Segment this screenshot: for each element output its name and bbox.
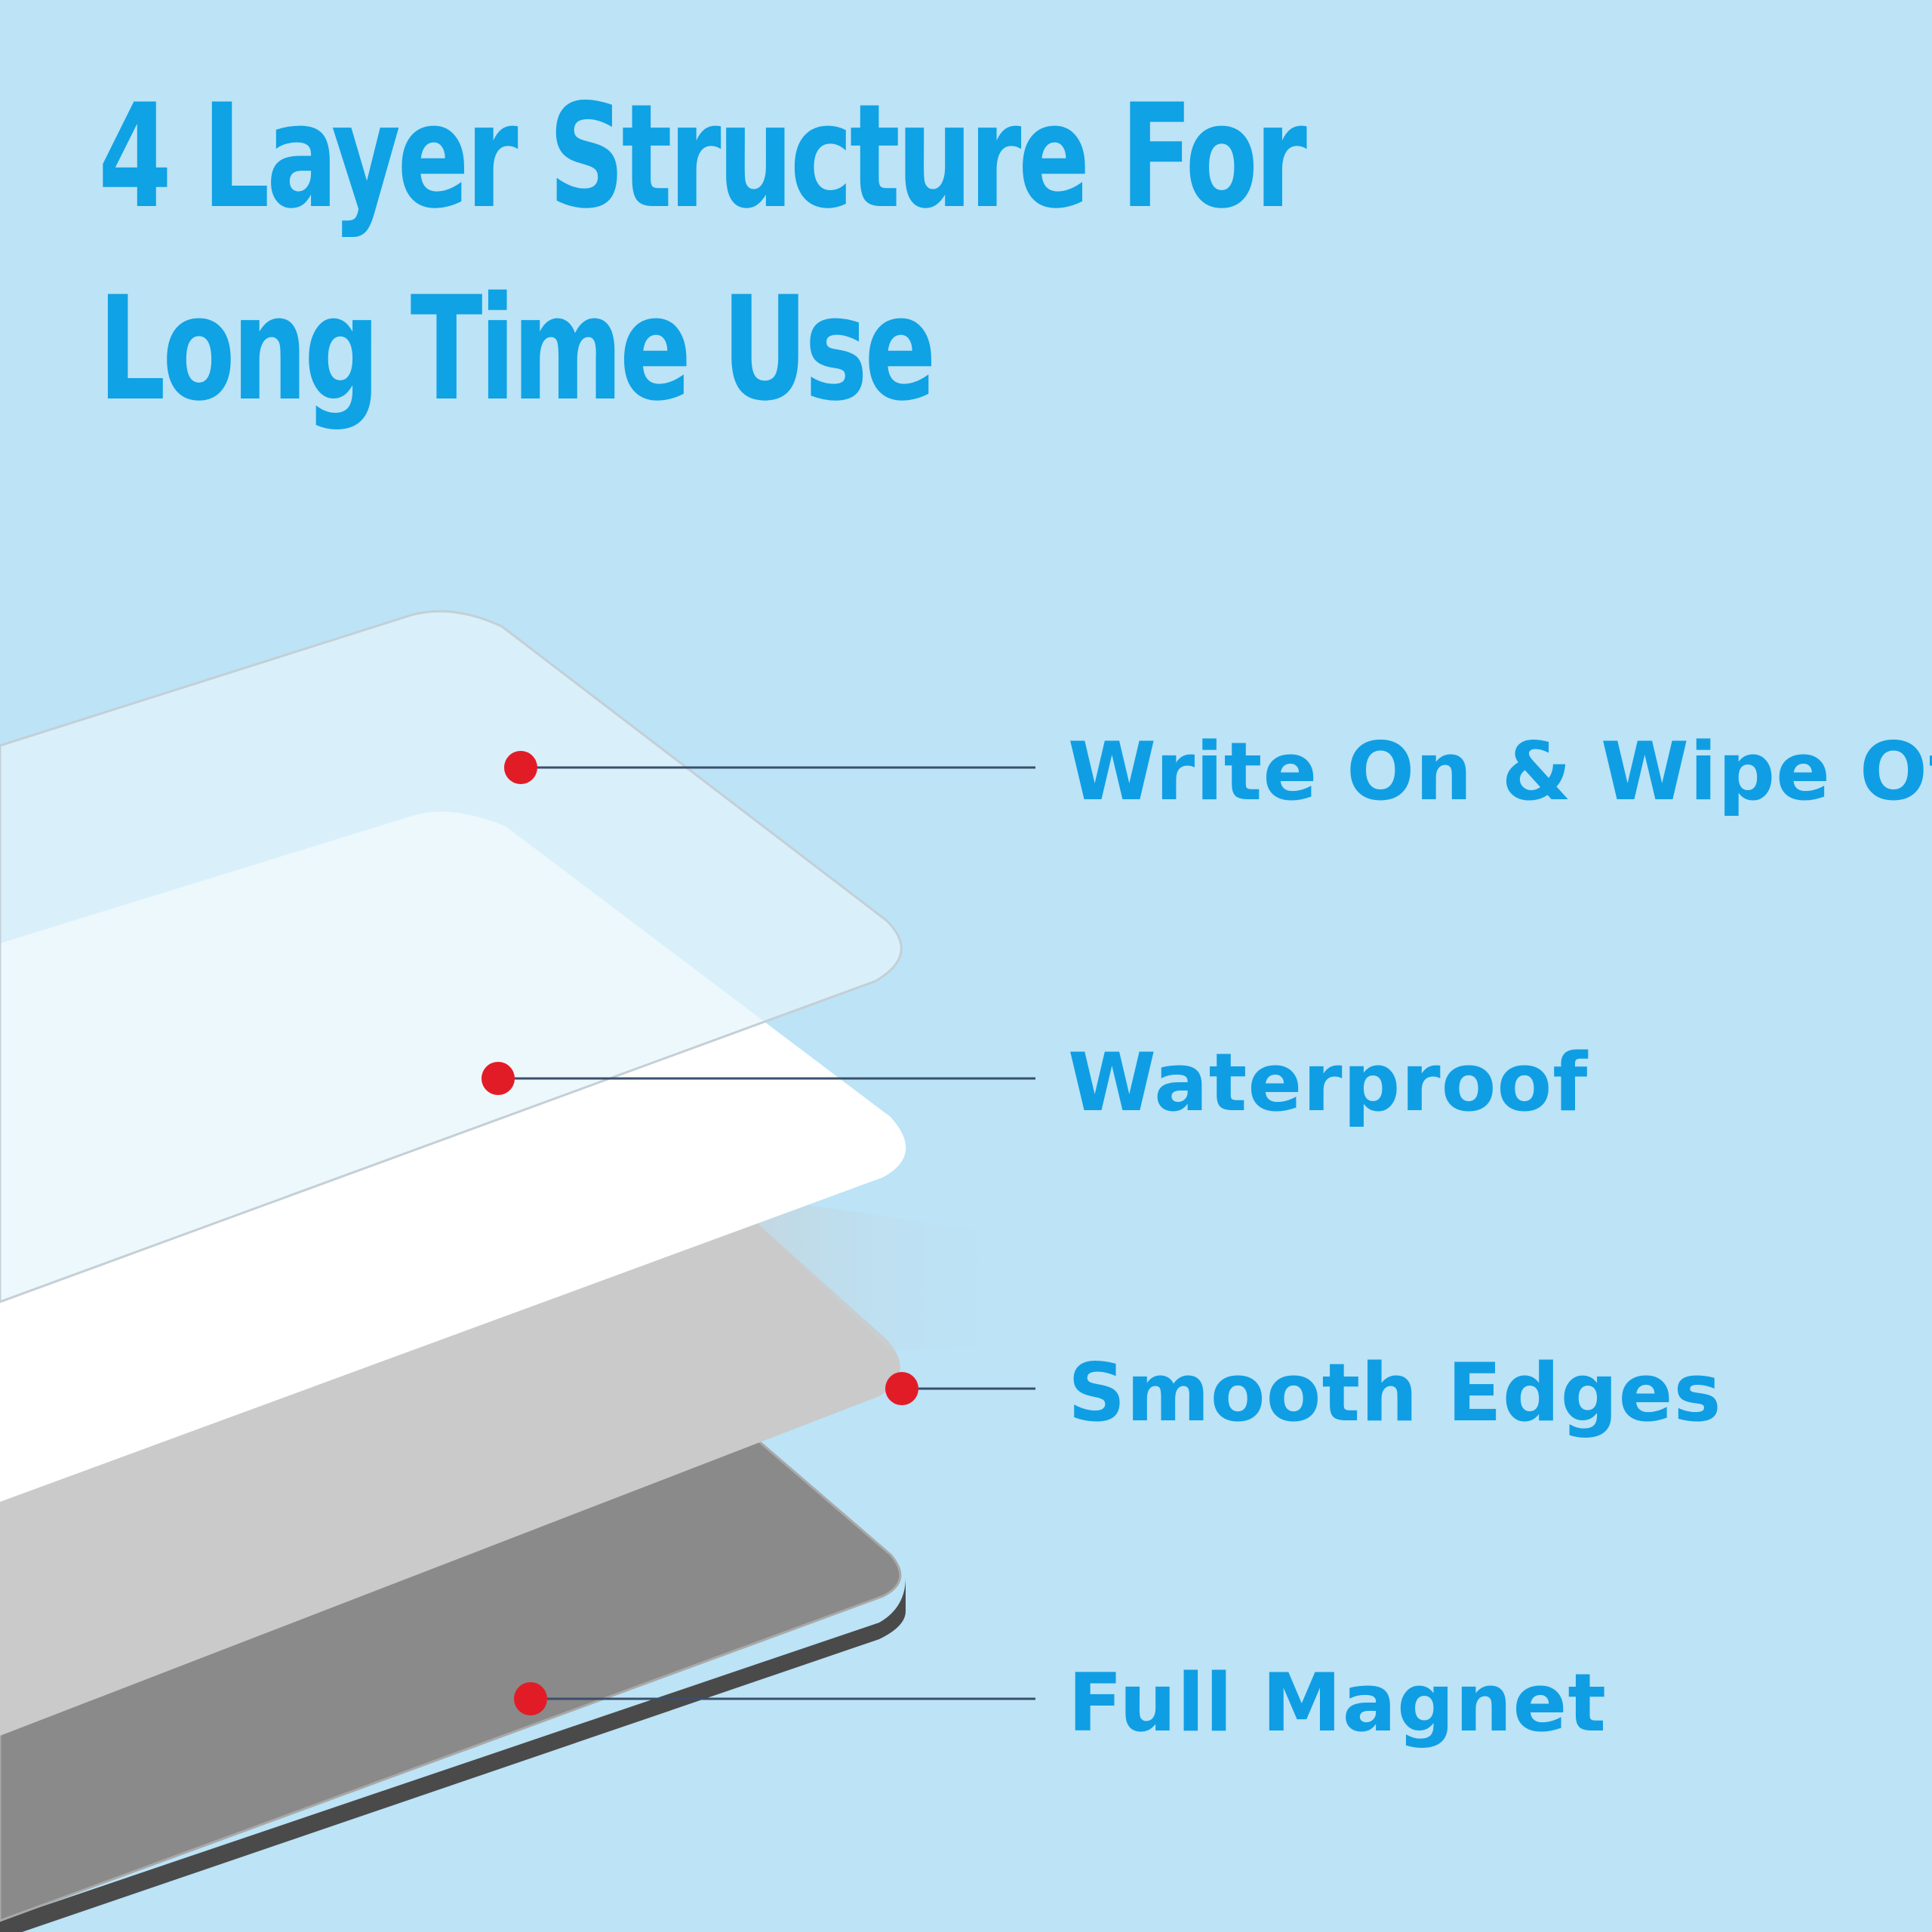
marker-dot-4	[514, 1682, 547, 1715]
layer-label-full-magnet: Full Magnet	[1068, 1657, 1607, 1749]
layer-label-write-on-wipe-off: Write On & Wipe Off	[1068, 725, 1932, 818]
page-title: 4 Layer Structure For Long Time Use	[98, 60, 1307, 445]
callout-1	[504, 751, 1035, 784]
layer-label-smooth-edges: Smooth Edges	[1068, 1346, 1722, 1439]
film-layer-top	[0, 610, 903, 1303]
callout-2	[481, 1062, 1035, 1095]
title-line-1: 4 Layer Structure For	[98, 73, 1307, 240]
callout-4	[514, 1682, 1035, 1715]
layer-label-waterproof: Waterproof	[1068, 1036, 1589, 1129]
layer-write-on-wipe-off	[0, 610, 903, 1303]
marker-dot-2	[481, 1062, 515, 1095]
callout-3	[885, 1372, 1035, 1405]
magnet-layer-thickness	[0, 1577, 906, 1932]
grey-layer-glow	[724, 1192, 1026, 1351]
marker-dot-3	[885, 1372, 918, 1405]
marker-dot-1	[504, 751, 537, 784]
title-line-2: Long Time Use	[98, 266, 937, 432]
